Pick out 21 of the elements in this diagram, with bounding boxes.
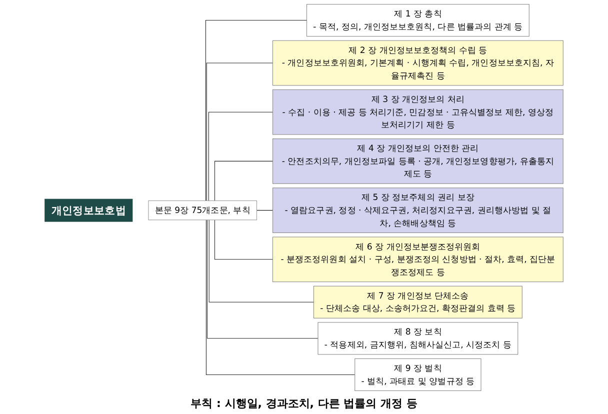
connector [256, 210, 274, 211]
node-box: 제 8 장 보칙 - 적용제외, 금지행위, 침해사실신고, 시정조치 등 [318, 322, 518, 355]
node-box: 제 9 장 벌칙 - 벌칙, 과태료 및 양벌규정 등 [354, 358, 482, 391]
node-box: 제 3 장 개인정보의 처리 - 수집 · 이용 · 제공 등 처리기준, 민감정보 · 고유식별정보 제한, 영상정보처리기기 제한 등 [272, 89, 564, 135]
footnote: 부칙 : 시행일, 경과조치, 다른 법률의 개정 등 [190, 396, 418, 411]
connector [208, 220, 314, 302]
node-box: 본문 9장 75개조문, 부칙 [148, 200, 257, 220]
connector [206, 62, 274, 201]
connector [208, 112, 274, 201]
node-box: 제 4 장 개인정보의 안전한 관리 - 안전조치의무, 개인정보파일 등록 · 공개, 개인정보영향평가, 유출통지제도 등 [272, 138, 564, 184]
connector [214, 220, 274, 260]
node-box: 제 2 장 개인정보보호정책의 수립 등 - 개인정보보호위원회, 기본계획 · 시행계획 수립, 개인정보보호지침, 자율규제촉진 등 [272, 40, 564, 86]
node-box: 개인정보보호법 [44, 198, 133, 222]
node-box: 제 6 장 개인정보분쟁조정위원회 - 분쟁조정위원회 설치 · 구성, 분쟁조정의 신청방법 · 절차, 효력, 집단분쟁조정제도 등 [272, 236, 564, 282]
connector [206, 220, 356, 375]
node-box: 제 1 장 총칙 - 목적, 정의, 개인정보보호원칙, 다른 법률과의 관계 등 [306, 4, 530, 37]
connector [205, 20, 307, 201]
node-box: 제 7 장 개인정보 단체소송 - 단체소송 대상, 소송허가요건, 확정판결의 효력 등 [313, 286, 522, 318]
connector [206, 220, 318, 339]
connector [214, 160, 274, 201]
node-box: 제 5 장 정보주체의 권리 보장 - 열람요구권, 정정 · 삭제요구권, 처리정지요구권, 권리행사방법 및 절차, 손해배상책임 등 [272, 188, 564, 233]
